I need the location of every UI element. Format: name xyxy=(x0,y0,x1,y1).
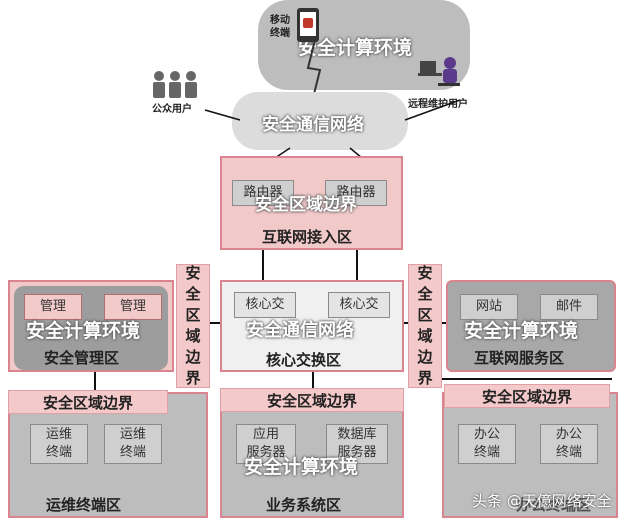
link-core-biz xyxy=(312,372,314,390)
left-band-char: 边 xyxy=(185,348,201,366)
app-server: 应用 服务器 xyxy=(236,424,296,464)
right-band-char: 安 xyxy=(417,264,433,282)
top-cloud-title: 安全计算环境 xyxy=(298,37,413,59)
internet-zone-title: 互联网接入区 xyxy=(262,228,353,246)
internet-zone-boundary: 安全区域边界 xyxy=(255,195,357,215)
right-band-char: 区 xyxy=(417,306,433,324)
core-switch-2: 核心交 xyxy=(328,292,390,318)
link-mgmt-core xyxy=(206,322,222,324)
service-zone-title: 互联网服务区 xyxy=(474,349,565,367)
mobile-label: 移动 终端 xyxy=(270,15,290,39)
mobile-phone-icon xyxy=(297,8,319,42)
left-band-char: 区 xyxy=(185,306,201,324)
mgmt-overlay: 安全计算环境 xyxy=(26,320,141,342)
comm-cloud xyxy=(232,92,408,150)
link-core-office xyxy=(432,378,612,380)
mail-server: 邮件 xyxy=(540,294,598,320)
biz-overlay: 安全计算环境 xyxy=(244,456,359,478)
left-band-char: 界 xyxy=(185,369,201,387)
router-device-1: 路由器 xyxy=(232,180,294,206)
router-device-2: 路由器 xyxy=(325,180,387,206)
left-band-char: 全 xyxy=(185,285,201,303)
mgmt-device-2: 管理 xyxy=(104,294,162,320)
cloud-links xyxy=(204,99,461,159)
ops-terminal-1: 运维 终端 xyxy=(30,424,88,464)
biz-zone-title: 业务系统区 xyxy=(266,496,342,514)
watermark: 头条 @天億网络安全 xyxy=(472,492,612,510)
left-boundary-band: 安 全 区 域 边 界 xyxy=(176,264,210,388)
remote-user-label: 远程维护用户 xyxy=(408,99,468,110)
office-terminal-1: 办公 终端 xyxy=(458,424,516,464)
office-zone-title: 办公终端区 xyxy=(516,496,592,514)
core-overlay: 安全通信网络 xyxy=(246,320,354,341)
public-users-icon xyxy=(153,71,197,98)
mgmt-zone-title: 安全管理区 xyxy=(44,349,120,367)
core-zone-title: 核心交换区 xyxy=(266,351,342,369)
link-mgmt-ops xyxy=(94,372,96,392)
ops-terminal-2: 运维 终端 xyxy=(104,424,162,464)
right-band-char: 域 xyxy=(417,327,433,345)
link-internet-core-1 xyxy=(262,250,264,282)
right-band-char: 界 xyxy=(417,369,433,387)
left-band-char: 域 xyxy=(185,327,201,345)
public-users-label: 公众用户 xyxy=(152,104,192,115)
wireless-link-icon xyxy=(306,40,322,111)
office-boundary-band: 安全区域边界 xyxy=(444,384,610,408)
service-overlay: 安全计算环境 xyxy=(464,320,579,342)
right-band-char: 边 xyxy=(417,348,433,366)
comm-cloud-title: 安全通信网络 xyxy=(262,115,364,135)
ops-boundary-band: 安全区域边界 xyxy=(8,390,168,414)
right-band-char: 全 xyxy=(417,285,433,303)
mgmt-device-1: 管理 xyxy=(24,294,82,320)
office-terminal-2: 办公 终端 xyxy=(540,424,598,464)
core-switch-1: 核心交 xyxy=(234,292,296,318)
link-internet-core-2 xyxy=(356,250,358,282)
left-band-char: 安 xyxy=(185,264,201,282)
db-server: 数据库 服务器 xyxy=(326,424,388,464)
website-server: 网站 xyxy=(460,294,518,320)
ops-zone-title: 运维终端区 xyxy=(46,496,122,514)
right-boundary-band: 安 全 区 域 边 界 xyxy=(408,264,442,388)
remote-user-icon xyxy=(418,57,460,86)
biz-boundary-band: 安全区域边界 xyxy=(220,388,404,412)
